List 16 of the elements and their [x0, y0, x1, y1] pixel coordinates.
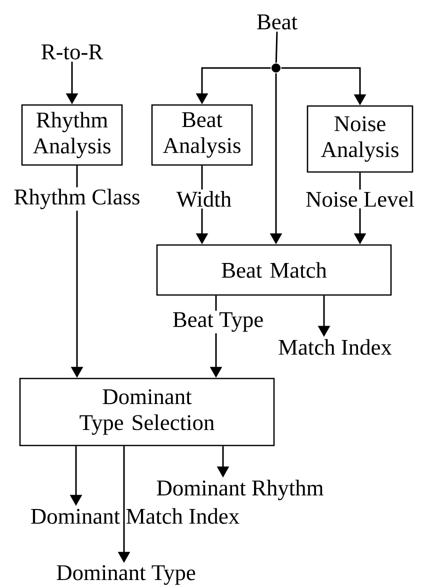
- process-box: Noise Analysis: [306, 105, 414, 173]
- process-box: Dominant Type Selection: [19, 378, 275, 446]
- edge-label: Width: [174, 190, 234, 208]
- process-box: Rhythm Analysis: [21, 104, 123, 166]
- process-box: Beat Match: [156, 244, 392, 296]
- signal-label: Dominant Rhythm: [156, 480, 324, 500]
- edge-label: Rhythm Class: [12, 187, 142, 211]
- junction-dot: [272, 64, 280, 72]
- signal-label: Beat: [257, 14, 298, 30]
- process-box: Beat Analysis: [151, 104, 253, 166]
- signal-label: R-to-R: [42, 44, 104, 60]
- edge-label: Beat Type: [170, 310, 266, 334]
- signal-label: Dominant Match Index: [31, 508, 240, 524]
- edge-label: Noise Level: [304, 190, 416, 208]
- signal-label: Match Index: [278, 339, 392, 355]
- signal-label: Dominant Type: [56, 565, 196, 585]
